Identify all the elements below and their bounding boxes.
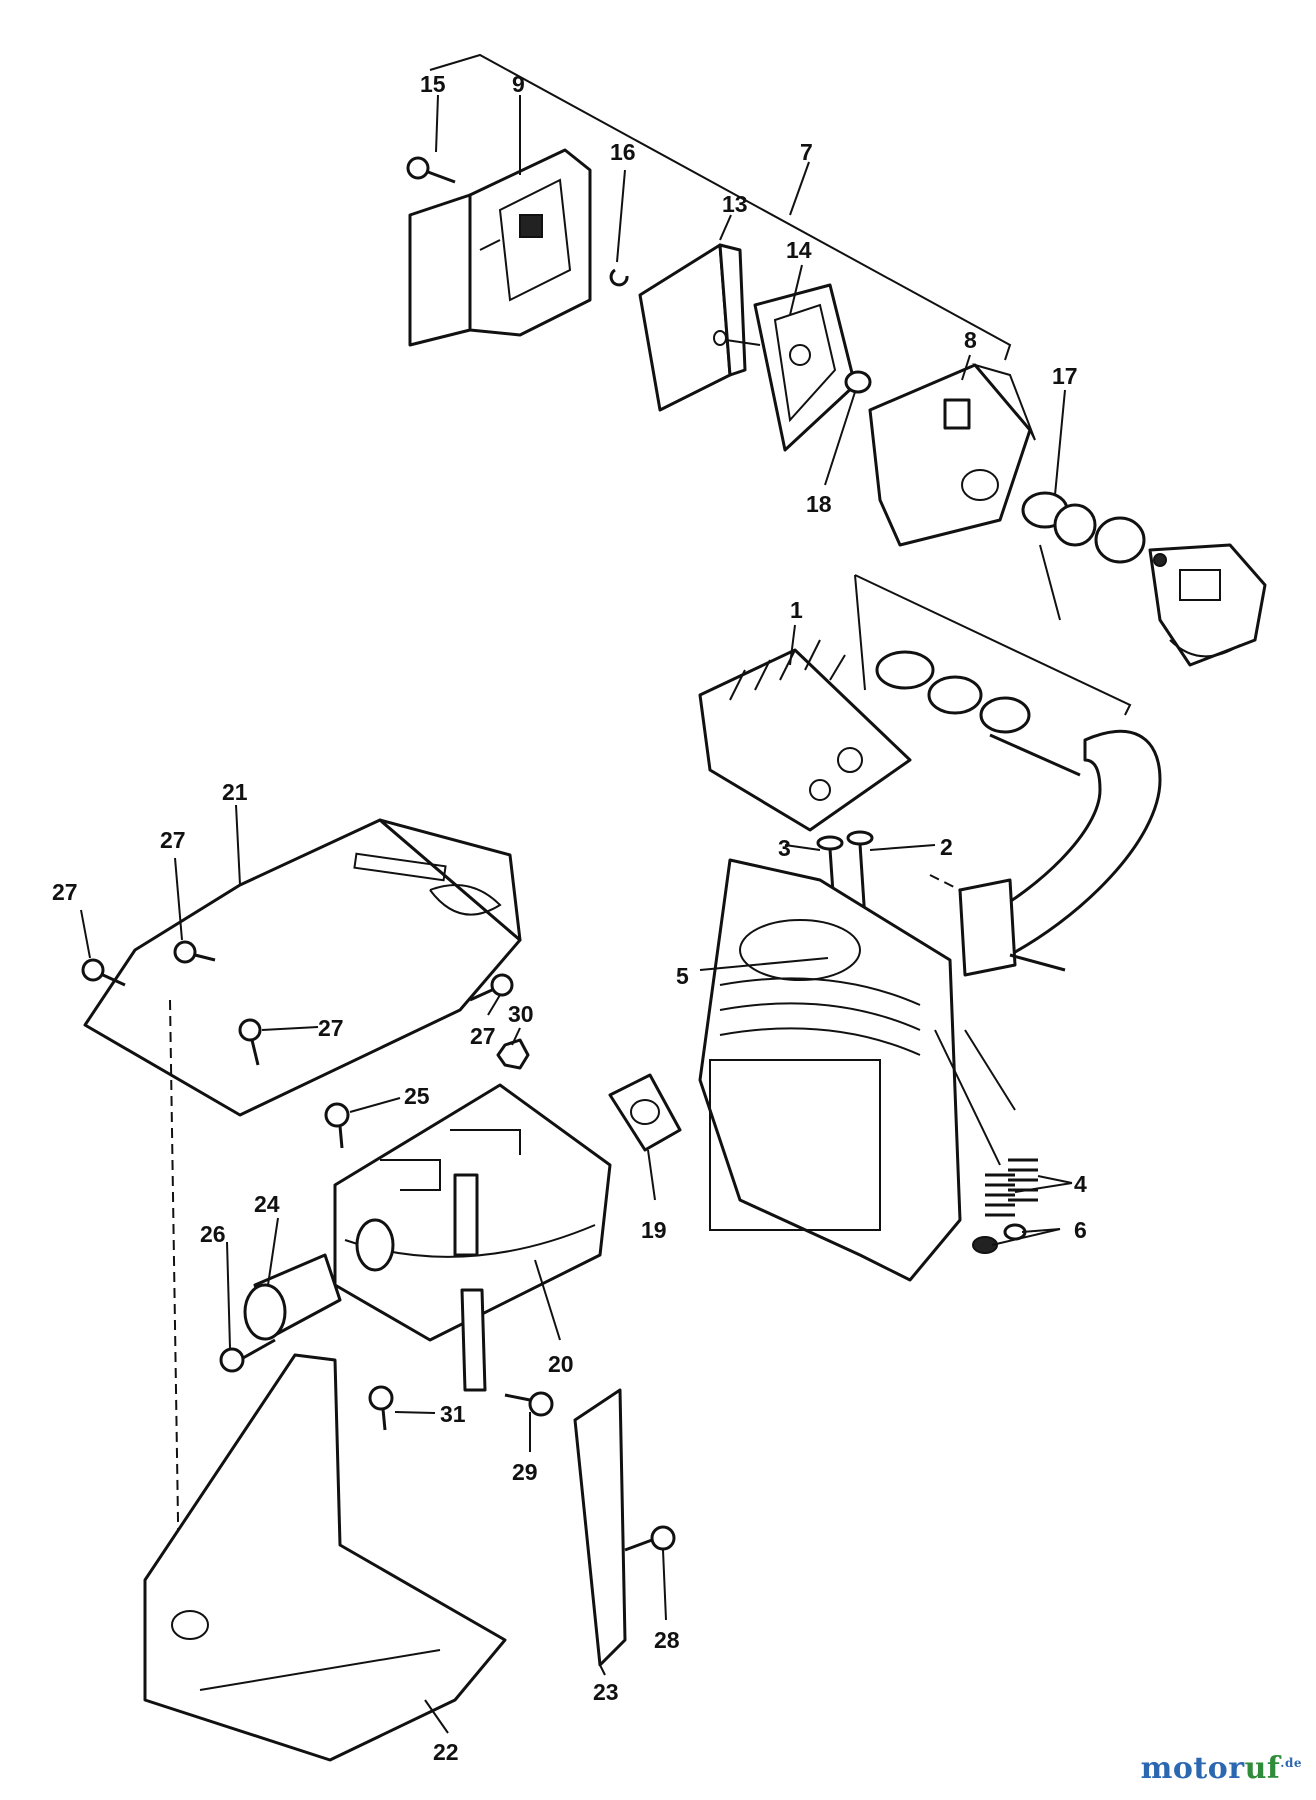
- callout-28: 28: [654, 1627, 680, 1653]
- engine-block: [698, 858, 962, 1282]
- part-18-grommet: [844, 370, 872, 394]
- part-8-air-filter-body: [868, 363, 1036, 547]
- callout-27-c: 27: [318, 1015, 344, 1041]
- part-1-cylinder-head: [698, 639, 912, 832]
- callout-4: 4: [1074, 1171, 1087, 1197]
- callout-14: 14: [786, 237, 812, 263]
- callout-5: 5: [676, 963, 689, 989]
- part-27-bolt-d: [469, 973, 514, 1002]
- watermark-text-part2: uf: [1244, 1751, 1281, 1786]
- part-27-bolt-c: [238, 1018, 262, 1066]
- leader-lines: [80, 94, 1073, 1734]
- callout-22: 22: [433, 1739, 459, 1765]
- callout-6: 6: [1074, 1217, 1087, 1243]
- callout-21: 21: [222, 779, 248, 805]
- part-24-exhaust-outlet: [243, 1218, 395, 1341]
- part-21-upper-heat-shield: [83, 818, 522, 1651]
- callout-3: 3: [778, 835, 791, 861]
- callout-26: 26: [200, 1221, 226, 1247]
- callout-2: 2: [940, 834, 953, 860]
- callout-13: 13: [722, 191, 748, 217]
- part-25-bolt: [324, 1102, 350, 1149]
- exhaust-pipe: [929, 729, 1162, 977]
- part-9-air-filter-cover: [408, 148, 592, 347]
- callout-20: 20: [548, 1351, 574, 1377]
- callout-1: 1: [790, 597, 803, 623]
- part-22-lower-heat-shield: [143, 1353, 507, 1762]
- part-14-filter-base-plate: [753, 283, 857, 452]
- part-15-screw: [406, 156, 456, 184]
- part-27-bolt-b: [173, 940, 216, 964]
- part-23-bracket: [573, 1388, 627, 1667]
- callout-16: 16: [610, 139, 636, 165]
- callout-25: 25: [404, 1083, 430, 1109]
- callout-labels: 15 9 16 7 13 14 8 17 18 1 3 2 5 4 6 19 2…: [52, 71, 1087, 1765]
- carburetor: [1148, 543, 1267, 667]
- callout-27-a: 27: [52, 879, 78, 905]
- part-4-valve-springs: [934, 1029, 1038, 1217]
- callout-7: 7: [800, 139, 813, 165]
- callout-23: 23: [593, 1679, 619, 1705]
- part-16-clip: [609, 268, 629, 287]
- part-13-foam-element: [638, 243, 761, 412]
- intake-bracket: [854, 574, 1132, 716]
- callout-17: 17: [1052, 363, 1078, 389]
- callout-8: 8: [964, 327, 977, 353]
- watermark-text-part1: motor: [1140, 1751, 1245, 1786]
- callout-15: 15: [420, 71, 446, 97]
- callout-31: 31: [440, 1401, 466, 1427]
- part-30-nut: [496, 1038, 530, 1070]
- watermark-suffix: .de: [1280, 1756, 1302, 1770]
- callout-29: 29: [512, 1459, 538, 1485]
- callout-19: 19: [641, 1217, 667, 1243]
- callout-30: 30: [508, 1001, 534, 1027]
- intake-gaskets: [875, 650, 1081, 777]
- part-31-bolt: [368, 1385, 394, 1431]
- part-6-spring-retainers: [972, 1223, 1027, 1254]
- callout-9: 9: [512, 71, 525, 97]
- air-filter-assembly-bracket: [429, 53, 1012, 361]
- callout-24: 24: [254, 1191, 280, 1217]
- part-26-screw: [219, 1338, 276, 1373]
- part-28-screw: [624, 1525, 676, 1552]
- part-19-exhaust-gasket: [608, 1073, 682, 1152]
- muffler-bracket-strap: [460, 1288, 487, 1392]
- callout-27-b: 27: [160, 827, 186, 853]
- callout-27-d: 27: [470, 1023, 496, 1049]
- part-27-bolt-a: [81, 958, 126, 987]
- callout-18: 18: [806, 491, 832, 517]
- part-29-bolt: [504, 1391, 554, 1417]
- part-17-gaskets: [1021, 491, 1146, 621]
- site-watermark-logo: motoruf.de: [1141, 1751, 1302, 1786]
